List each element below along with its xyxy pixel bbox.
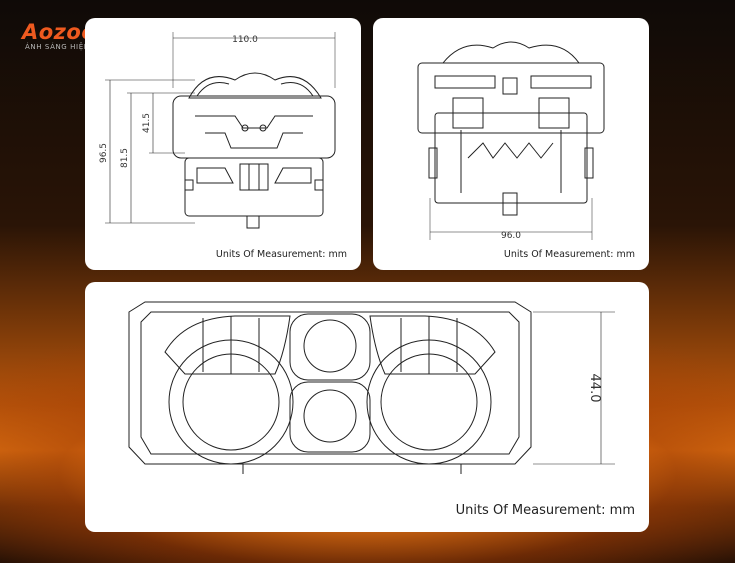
back-width-label: 96.0 bbox=[501, 231, 521, 241]
back-view-panel: 96.0 Units Of Measurement: mm bbox=[373, 18, 649, 270]
front-view-panel: 44.0 Units Of Measurement: mm bbox=[85, 282, 649, 532]
brand-tagline: ÁNH SÁNG HIỆN ĐẠI bbox=[25, 43, 107, 51]
back-view-units: Units Of Measurement: mm bbox=[503, 249, 635, 260]
side-width-label: 110.0 bbox=[232, 35, 258, 45]
front-height-label: 44.0 bbox=[587, 374, 602, 403]
side-body-height-label: 81.5 bbox=[120, 148, 130, 168]
front-view-drawing: 44.0 bbox=[128, 301, 615, 474]
front-view-units: Units Of Measurement: mm bbox=[455, 503, 635, 518]
side-top-height-label: 41.5 bbox=[142, 113, 152, 133]
side-view-drawing: 110.0 96.5 81.5 41.5 bbox=[99, 32, 336, 229]
side-view-units: Units Of Measurement: mm bbox=[215, 249, 347, 260]
back-view-drawing: 96.0 bbox=[417, 41, 605, 241]
side-total-height-label: 96.5 bbox=[99, 143, 109, 163]
side-view-panel: 110.0 96.5 81.5 41.5 Units Of Measuremen… bbox=[85, 18, 361, 270]
